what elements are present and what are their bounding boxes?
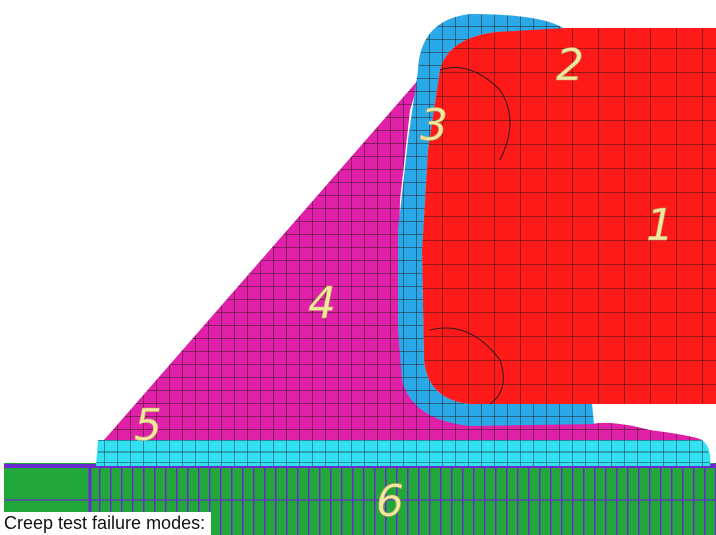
region-label-4: 4 (308, 278, 336, 329)
region-label-1: 1 (646, 200, 674, 251)
weld-interface-strip (96, 440, 711, 466)
region-labels: 1 2 3 4 5 6 (134, 40, 675, 528)
upper-plate-region (422, 28, 716, 405)
region-label-6: 6 (376, 476, 404, 527)
figure-caption: Creep test failure modes: (0, 512, 212, 535)
region-label-5: 5 (134, 400, 162, 451)
region-label-2: 2 (556, 40, 584, 91)
region-label-3: 3 (420, 100, 448, 151)
haz-region (398, 14, 594, 426)
weld-metal-region (104, 78, 702, 440)
